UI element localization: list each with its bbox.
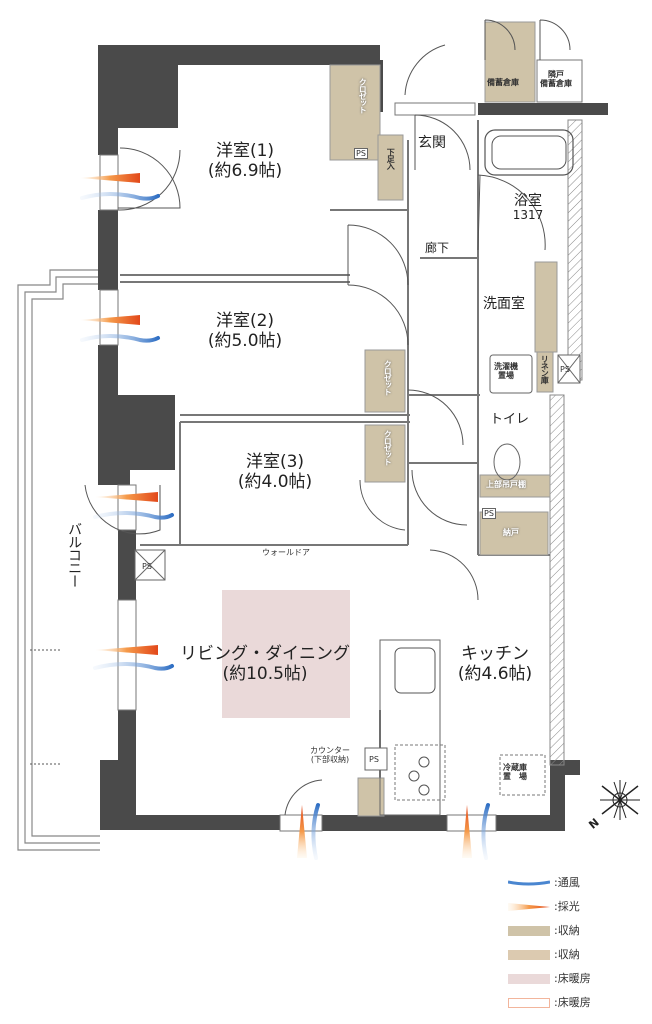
room-size: (約4.0帖) xyxy=(237,471,313,492)
storage-room-label: 備蓄倉庫 xyxy=(487,78,519,87)
legend: :通風 :採光 :収納 :収納 :床暖房 :床暖房 xyxy=(508,872,648,1016)
kitchen-counter xyxy=(379,639,441,816)
floor-heating-outline-swatch xyxy=(508,998,550,1008)
linen-label: リネン庫 xyxy=(540,355,550,383)
floor-heating-area xyxy=(222,590,350,718)
stove-burner-icons xyxy=(408,756,430,796)
room-entrance: 玄関 xyxy=(418,135,446,151)
closet-label-2: クロゼット xyxy=(383,360,393,395)
exterior-walls xyxy=(98,45,608,831)
room-name: 洋室(2) xyxy=(215,311,275,331)
washer-label: 洗濯機 置場 xyxy=(494,362,518,381)
ps-label: PS xyxy=(354,148,368,160)
ps-label: PS xyxy=(369,755,379,764)
legend-item-ventilation: :通風 xyxy=(508,872,648,896)
door-swings xyxy=(84,19,571,816)
balcony-drain-marks xyxy=(30,649,62,765)
bathtub-inner xyxy=(491,135,567,170)
room-toilet: トイレ xyxy=(490,412,530,427)
room-name: 洋室(1) xyxy=(215,141,275,161)
legend-label: :収納 xyxy=(554,924,580,937)
room-size: (約10.5帖) xyxy=(222,663,308,684)
closet-label-1: クロゼット xyxy=(358,78,368,113)
linen-closet xyxy=(536,351,554,393)
room-name: リビング・ダイニング xyxy=(180,644,350,664)
entrance-door-swing xyxy=(404,44,446,96)
room-western-2: 洋室(2) (約5.0帖) xyxy=(180,311,310,351)
legend-label: :収納 xyxy=(554,948,580,961)
storage-room xyxy=(484,21,536,103)
pantry-label: 納戸 xyxy=(503,528,519,537)
room-washroom: 洗面室 xyxy=(483,296,525,312)
legend-label: :床暖房 xyxy=(554,996,591,1009)
toilet-bowl xyxy=(493,443,521,481)
stove-area xyxy=(394,744,446,801)
legend-label: :採光 xyxy=(554,900,580,913)
sink-icon xyxy=(394,647,436,694)
closet-label-3: クロゼット xyxy=(383,430,393,465)
hatched-wall-lower xyxy=(549,394,565,766)
room-name: キッチン xyxy=(461,644,529,664)
ps-boxes xyxy=(134,354,581,771)
room-western-1: 洋室(1) (約6.9帖) xyxy=(180,141,310,181)
storage-areas xyxy=(329,21,558,817)
room-size: (約4.6帖) xyxy=(457,663,533,684)
room-size: (約6.9帖) xyxy=(207,160,283,181)
bathtub xyxy=(484,129,574,176)
storage-swatch-2 xyxy=(508,950,550,960)
light-swatch-icon xyxy=(508,903,550,911)
room-hallway: 廊下 xyxy=(425,241,450,255)
neighbor-storage-label: 隣戸 備蓄倉庫 xyxy=(540,70,572,89)
legend-item-light: :採光 xyxy=(508,896,648,920)
room-name: 浴室 xyxy=(514,193,542,209)
floor-heating-swatch xyxy=(508,974,550,984)
legend-item-floor-heating-outline: :床暖房 xyxy=(508,992,648,1016)
upper-cabinet xyxy=(479,474,551,498)
shoe-closet xyxy=(377,134,404,201)
upper-cabinet-label: 上部吊戸棚 xyxy=(486,480,526,489)
room-western-3: 洋室(3) (約4.0帖) xyxy=(210,452,340,492)
room-balcony: バルコニー xyxy=(66,522,83,587)
ps-label: PS xyxy=(560,365,570,374)
neighbor-storage xyxy=(536,59,583,103)
room-name: 洋室(3) xyxy=(245,452,305,472)
fridge-place xyxy=(499,754,546,796)
closet-2 xyxy=(364,349,406,413)
washroom-shelf xyxy=(534,261,558,353)
compass-icon xyxy=(600,780,640,820)
ps-label: PS xyxy=(482,508,496,520)
ventilation-swatch-icon xyxy=(508,880,550,886)
legend-label: :通風 xyxy=(554,876,580,889)
wall-door-label: ウォールドア xyxy=(262,548,310,557)
light-arrows xyxy=(80,173,472,858)
room-kitchen: キッチン (約4.6帖) xyxy=(445,644,545,684)
hatched-wall-upper xyxy=(567,119,583,381)
room-living-dining: リビング・ダイニング (約10.5帖) xyxy=(160,644,370,684)
legend-label: :床暖房 xyxy=(554,972,591,985)
ps-label: PS xyxy=(142,562,152,571)
shoe-closet-label: 下足入 xyxy=(386,148,396,169)
counter-label: カウンター (下部収納) xyxy=(310,746,350,765)
room-bathroom: 浴室 1317 xyxy=(508,193,548,223)
legend-item-storage: :収納 xyxy=(508,920,648,944)
fridge-label: 冷蔵庫 置 場 xyxy=(503,763,527,782)
closet-3 xyxy=(364,424,406,483)
room-size: (約5.0帖) xyxy=(207,330,283,351)
ventilation-arrows xyxy=(80,192,490,860)
bath-spec: 1317 xyxy=(512,208,544,223)
balcony-outline xyxy=(17,269,100,851)
legend-item-floor-heating: :床暖房 xyxy=(508,968,648,992)
washer-place xyxy=(489,354,533,394)
legend-item-storage-2: :収納 xyxy=(508,944,648,968)
closet-1 xyxy=(329,64,381,161)
storage-swatch xyxy=(508,926,550,936)
